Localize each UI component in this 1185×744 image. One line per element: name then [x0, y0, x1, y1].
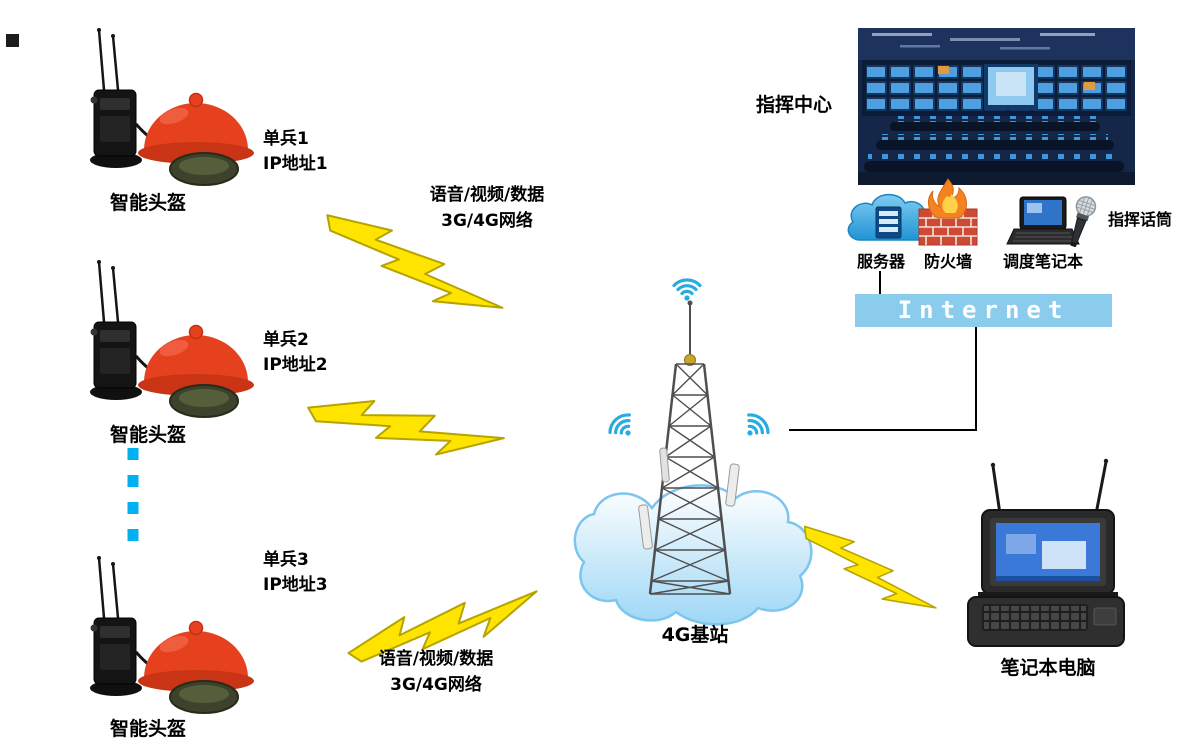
dispatch-laptop-icon [1006, 196, 1080, 245]
helmet-3-label: 智能头盔 [109, 718, 186, 740]
dispatch-laptop-label: 调度笔记本 [1002, 252, 1083, 271]
microphone-icon [1070, 196, 1097, 248]
internet-banner: Internet [855, 294, 1112, 327]
command-center-label: 指挥中心 [756, 94, 833, 116]
firewall-label: 防火墙 [923, 252, 972, 271]
wifi-icon-top [672, 278, 702, 303]
link-label-top: 语音/视频/数据 3G/4G网络 [398, 182, 576, 234]
wifi-icon-right [736, 409, 774, 446]
link-top-line2: 3G/4G网络 [441, 211, 533, 231]
link-label-bottom: 语音/视频/数据 3G/4G网络 [352, 646, 520, 698]
connector-lines [789, 271, 977, 431]
bolt-link-4-icon [793, 513, 943, 627]
base-station-label: 4G基站 [661, 624, 729, 646]
cloud [573, 484, 813, 626]
field-laptop-label: 笔记本电脑 [1000, 657, 1096, 679]
server-label: 服务器 [856, 252, 905, 271]
soldier-1-ip: IP地址1 [263, 154, 328, 174]
helmet-1-illustration [88, 26, 256, 187]
firewall-icon [918, 178, 978, 246]
soldier-2-label: 单兵2 IP地址2 [263, 328, 328, 378]
soldier-3-ip: IP地址3 [263, 575, 328, 595]
soldier-1-label: 单兵1 IP地址1 [263, 127, 328, 177]
helmet-1-label: 智能头盔 [109, 192, 186, 214]
link-bottom-line1: 语音/视频/数据 [378, 649, 494, 669]
soldier-2-name: 单兵2 [263, 330, 309, 350]
command-center-photo [858, 28, 1135, 185]
soldier-3-name: 单兵3 [263, 550, 309, 570]
soldier-2-ip: IP地址2 [263, 355, 328, 375]
link-top-line1: 语音/视频/数据 [429, 185, 545, 205]
helmet-2-label: 智能头盔 [109, 424, 186, 446]
base-station-tower [638, 300, 740, 595]
soldier-3-label: 单兵3 IP地址3 [263, 548, 328, 598]
bolt-link-2-icon [303, 388, 508, 467]
helmet-2-illustration [88, 258, 256, 419]
wifi-icon-left [604, 409, 642, 446]
corner-mark [6, 34, 19, 47]
server-icon [847, 193, 930, 241]
soldier-1-name: 单兵1 [263, 129, 309, 149]
microphone-label: 指挥话筒 [1108, 210, 1173, 229]
link-bottom-line2: 3G/4G网络 [390, 675, 482, 695]
helmet-3-illustration [88, 554, 256, 715]
field-laptop-illustration [967, 458, 1125, 647]
